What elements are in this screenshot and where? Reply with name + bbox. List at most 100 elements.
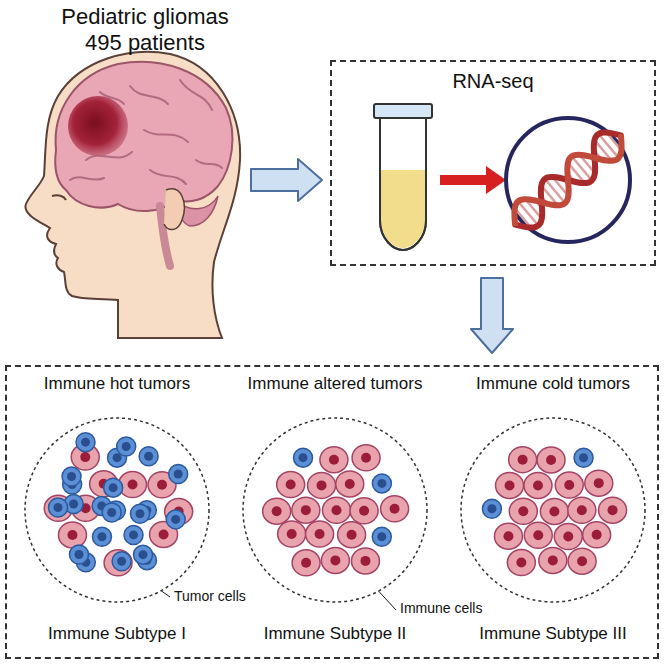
cell-nucleus (577, 505, 587, 515)
dna-icon (504, 118, 632, 242)
tumor-cell (292, 550, 320, 576)
cell-nucleus (67, 472, 76, 481)
process-arrow (440, 166, 506, 194)
tumor-cell (599, 497, 627, 523)
cell-nucleus (128, 480, 138, 490)
tumor-cell (263, 498, 291, 524)
tumor-cell (509, 498, 537, 524)
cell-nucleus (67, 530, 77, 540)
flow-arrow (251, 159, 322, 201)
cell-nucleus (109, 483, 118, 492)
cell-nucleus (579, 453, 588, 462)
tumor-cell (292, 497, 320, 523)
tumor-cell (585, 470, 613, 496)
helix-rung (518, 201, 539, 226)
tumor-cell (322, 497, 350, 523)
cell-nucleus (317, 480, 327, 490)
cell-nucleus (287, 529, 297, 539)
cell-nucleus (359, 506, 369, 516)
immune-cell (169, 465, 188, 484)
cell-nucleus (487, 504, 496, 513)
cell-nucleus (81, 438, 90, 447)
cell-nucleus (159, 529, 169, 539)
cell-nucleus (608, 505, 618, 515)
cell-nucleus (74, 550, 83, 559)
cell-nucleus (505, 480, 515, 490)
cell-nucleus (69, 500, 78, 509)
tumor-cell (524, 472, 552, 498)
helix-rung (572, 156, 593, 180)
cell-nucleus (533, 480, 543, 490)
immune-cell (482, 499, 501, 518)
tumor-cell (104, 550, 132, 576)
cell-nucleus (548, 555, 558, 565)
cell-nucleus (564, 480, 574, 490)
immune-cell (166, 510, 185, 529)
cell-nucleus (546, 455, 556, 465)
cell-nucleus (107, 508, 116, 517)
tumor-cell (336, 471, 364, 497)
circle-heading: Immune cold tumors (444, 374, 662, 394)
cell-nucleus (377, 532, 386, 541)
tumor-outline (25, 418, 209, 602)
tumor-cell (320, 447, 348, 473)
process-box: RNA-seq (330, 60, 656, 266)
cell-nucleus (592, 530, 602, 540)
subtype-label: Immune Subtype III (444, 624, 662, 644)
patient-cohort: Pediatric gliomas 495 patients (40, 4, 245, 338)
sample-tube (374, 104, 432, 250)
immune-cell (76, 433, 95, 452)
immune-cell (69, 545, 88, 564)
flow-arrow (471, 278, 513, 353)
tumor-cell (496, 472, 524, 498)
tumor-outline (243, 418, 427, 602)
cell-nucleus (330, 555, 340, 565)
callout-label: Tumor cells (172, 588, 248, 604)
helix-rung (598, 134, 618, 158)
immune-cell (130, 504, 149, 523)
immune-cell (48, 498, 67, 517)
tumor-cell (494, 523, 522, 549)
helix-strand (504, 123, 631, 237)
cell-nucleus (518, 506, 528, 516)
cell-nucleus (361, 453, 371, 463)
immune-cell (372, 474, 391, 493)
tumor-cell (278, 521, 306, 547)
cell-nucleus (174, 470, 183, 479)
tumor-cell (568, 497, 596, 523)
cell-nucleus (594, 478, 604, 488)
cell-nucleus (516, 558, 526, 568)
cell-nucleus (377, 479, 386, 488)
tumor-cell (350, 498, 378, 524)
cell-nucleus (299, 453, 308, 462)
cell-nucleus (503, 531, 513, 541)
cell-nucleus (329, 455, 339, 465)
tumor-cell (524, 522, 552, 548)
circle-heading: Immune altered tumors (226, 374, 444, 394)
box-heading: RNA-seq (332, 70, 654, 93)
helix-rung (545, 179, 566, 204)
cell-nucleus (122, 442, 131, 451)
subtype-label: Immune Subtype II (226, 624, 444, 644)
tumor-cell (381, 496, 409, 522)
cell-nucleus (301, 505, 311, 515)
cell-nucleus (171, 515, 180, 524)
subtype-label: Immune Subtype I (8, 624, 226, 644)
immune-cell (102, 503, 121, 522)
immune-cell (92, 527, 111, 546)
tumor-cell (537, 447, 565, 473)
cell-nucleus (144, 452, 153, 461)
tumor-cell (507, 550, 535, 576)
tumor-cell (277, 472, 305, 498)
tumor-cell (352, 445, 380, 471)
cell-nucleus (518, 455, 528, 465)
cohort-label: Pediatric gliomas 495 patients (50, 4, 240, 56)
head-illustration (25, 52, 240, 338)
cell-nucleus (331, 505, 341, 515)
immune-cell (112, 552, 131, 571)
callout-label: Immune cells (398, 600, 484, 616)
tumor-cell (321, 547, 349, 573)
tumor-cell (539, 547, 567, 573)
immune-cell (62, 467, 81, 486)
tumor-cell (555, 472, 583, 498)
